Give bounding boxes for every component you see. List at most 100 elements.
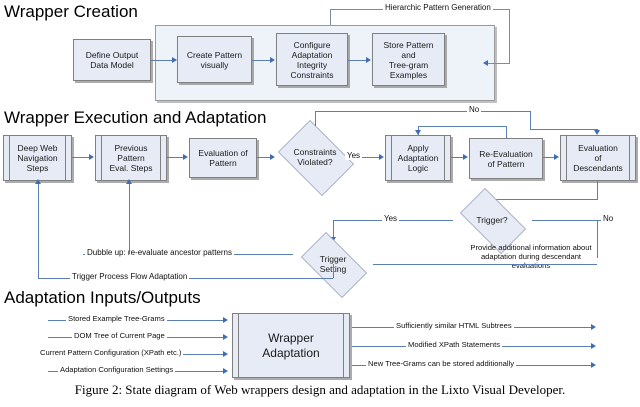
box-line: of (594, 153, 602, 163)
arrowhead-icon (591, 343, 596, 349)
input-label-1: Stored Example Tree-Grams (66, 314, 167, 323)
box-previous-pattern-eval-steps: Previous Pattern Eval. Steps (95, 135, 167, 181)
box-define-output-data-model: Define Output Data Model (73, 39, 151, 81)
box-line: Store Pattern (383, 39, 434, 50)
box-wrapper-adaptation: Wrapper Adaptation (232, 313, 350, 378)
box-line: Descendants (573, 163, 623, 173)
box-create-pattern-visually: Create Pattern visually (177, 36, 252, 83)
box-line: Data Model (90, 60, 134, 70)
box-line: Navigation (17, 153, 58, 163)
connector-no-from-constraints (315, 111, 316, 126)
box-line: Steps (26, 163, 49, 173)
arrowhead-icon (183, 154, 188, 160)
decision-line: Violated? (297, 157, 333, 167)
box-configure-adaptation-integrity-constraints: Configure Adaptation Integrity Constrain… (276, 33, 348, 86)
section-title-wrapper-execution: Wrapper Execution and Adaptation (4, 108, 267, 127)
arrowhead-icon (35, 179, 41, 184)
box-line: Logic (407, 163, 429, 173)
arrowhead-icon (223, 368, 228, 374)
connector-apply-to-reeval (451, 157, 464, 158)
annotation-line: descendant evaluations (511, 252, 582, 270)
annotation-bubble-up: Dubble up: re-evaluate ancestor patterns (85, 248, 234, 257)
box-line: Define Output (85, 50, 139, 60)
edge-label-no-trigger: No (601, 214, 616, 223)
connector-trigger-yes-down (333, 220, 334, 241)
box-line: Evaluation of (198, 148, 248, 158)
arrowhead-icon (463, 154, 468, 160)
box-line: Tree-gram (388, 59, 429, 70)
edge-label-yes-trigger: Yes (382, 214, 400, 223)
connector-trigger-setting-right (373, 264, 597, 265)
box-re-evaluation-of-pattern: Re-Evaluation of Pattern (469, 138, 543, 179)
arrowhead-icon (126, 179, 132, 184)
box-line: Constraints (290, 69, 334, 80)
box-apply-adaptation-logic: Apply Adaptation Logic (385, 135, 451, 181)
connector-reeval-loop-up (506, 126, 507, 138)
loop-line-right-down (509, 9, 510, 63)
box-line: Eval. Steps (109, 163, 153, 173)
arrowhead-icon (594, 130, 600, 135)
box-evaluation-of-descendants: Evaluation of Descendants (560, 135, 636, 181)
connector-trigger-setting-down (333, 264, 334, 278)
loop-label: Hierarchic Pattern Generation (383, 3, 493, 12)
box-line: Previous (114, 143, 148, 153)
decision-constraints-violated: Constraints Violated? (272, 120, 358, 196)
loop-arrowhead-icon (483, 60, 488, 66)
box-line: Integrity (296, 59, 328, 70)
connector-configure-to-store (348, 60, 367, 61)
connector-no-top-line (315, 111, 530, 112)
connector-previous-to-evaluation (167, 157, 184, 158)
box-line: Adaptation (397, 153, 439, 163)
arrowhead-icon (554, 154, 559, 160)
arrowhead-icon (591, 324, 596, 330)
connector-descendants-across (492, 199, 598, 200)
box-line: Evaluation (578, 143, 618, 153)
decision-line: Constraints (293, 147, 337, 157)
arrowhead-icon (172, 57, 177, 63)
arrowhead-icon (415, 130, 421, 135)
edge-label-no-top: No (467, 105, 482, 114)
input-label-2: DOM Tree of Current Page (72, 331, 167, 340)
output-label-2: Modified XPath Statements (406, 340, 503, 349)
connector-trigger-process-vertical (38, 183, 39, 278)
connector-create-to-configure (252, 60, 271, 61)
connector-bubble-up-vertical (129, 183, 130, 254)
connector-define-to-create (151, 60, 173, 61)
box-line: and (401, 49, 416, 60)
annotation-trigger-process-flow: Trigger Process Flow Adaptation (70, 272, 190, 281)
loop-line-left-down (330, 9, 331, 25)
box-line: visually (200, 59, 229, 70)
section-title-adaptation-io: Adaptation Inputs/Outputs (4, 288, 201, 307)
connector-trigger-no-down (597, 220, 598, 258)
box-line: Pattern (117, 153, 145, 163)
box-line: Adaptation (291, 49, 333, 60)
box-store-pattern-and-tree-gram-examples: Store Pattern and Tree-gram Examples (372, 33, 445, 86)
box-line: Re-Evaluation (479, 148, 533, 159)
arrowhead-icon (223, 351, 228, 357)
connector-trigger-no (532, 220, 601, 221)
connector-constraints-yes (358, 157, 380, 158)
loop-line-into-group (488, 63, 510, 64)
arrowhead-icon (270, 57, 275, 63)
decision-line: Setting (320, 264, 346, 274)
arrowhead-icon (89, 154, 94, 160)
box-line: Configure (293, 39, 331, 50)
box-line: Adaptation (262, 345, 320, 360)
decision-line: Trigger (319, 254, 347, 264)
output-label-3: New Tree-Grams can be stored additionall… (366, 359, 517, 368)
arrowhead-icon (223, 317, 228, 323)
box-evaluation-of-pattern: Evaluation of Pattern (189, 138, 257, 178)
arrowhead-icon (270, 154, 275, 160)
box-line: Apply (407, 143, 429, 153)
box-line: Deep Web (17, 143, 58, 153)
box-line: Wrapper (268, 330, 314, 345)
connector-no-down-to-descendants (530, 111, 531, 129)
decision-trigger-setting: Trigger Setting (293, 232, 373, 298)
figure-caption: Figure 2: State diagram of Web wrappers … (74, 382, 566, 397)
input-label-3: Current Pattern Configuration (XPath etc… (38, 348, 184, 357)
connector-deepweb-to-previous (72, 157, 90, 158)
box-line: Create Pattern (186, 49, 243, 60)
connector-no-across (530, 129, 598, 130)
decision-label: Trigger Setting (293, 240, 373, 288)
